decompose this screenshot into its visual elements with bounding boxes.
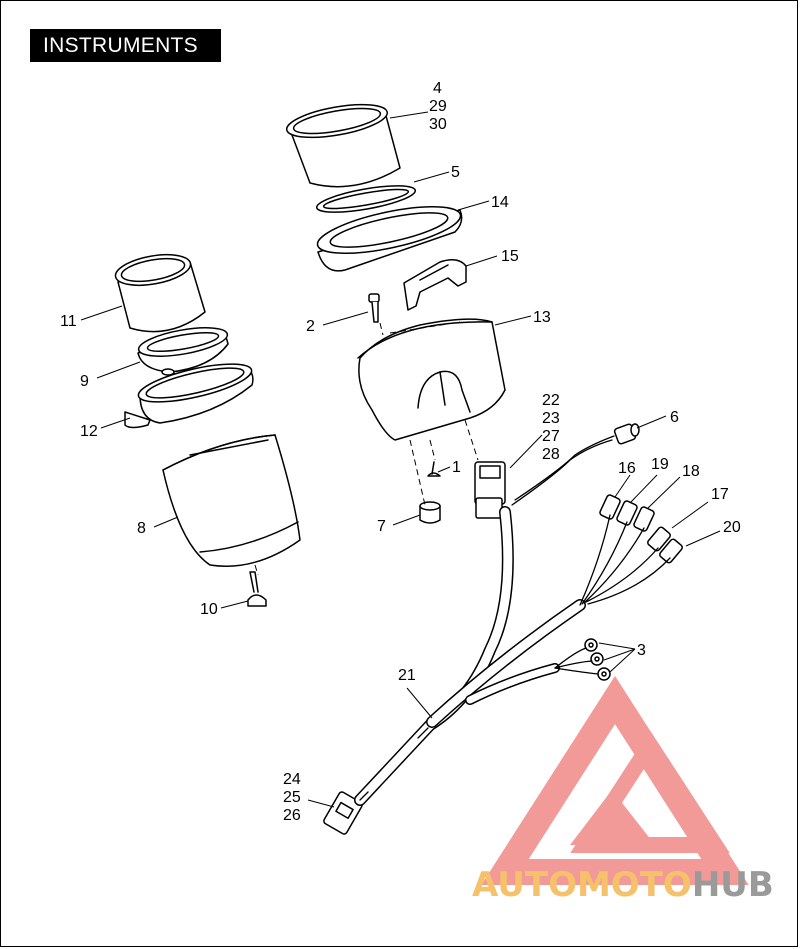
callout-8: 8	[137, 520, 146, 537]
leader-lines	[80, 111, 721, 808]
lower-cover	[162, 434, 301, 567]
callout-13: 13	[533, 309, 551, 326]
trim-ring	[316, 206, 463, 272]
callout-28: 28	[542, 446, 560, 463]
watermark-text: AUTOMOTOHUB	[472, 865, 774, 905]
callout-5: 5	[451, 164, 460, 181]
indicator-sockets	[599, 494, 683, 564]
callout-6: 6	[670, 409, 679, 426]
wiring-harness	[354, 435, 671, 806]
small-gauge-cup	[114, 253, 206, 333]
gasket-ring	[315, 185, 417, 213]
callout-7: 7	[377, 518, 386, 535]
screw-1	[427, 461, 441, 477]
callout-18: 18	[682, 463, 700, 480]
callout-23: 23	[542, 410, 560, 427]
bulb-socket	[613, 423, 640, 445]
watermark-text-hub: HUB	[692, 865, 774, 905]
main-connector	[474, 461, 506, 519]
callout-14: 14	[491, 194, 509, 211]
small-gasket	[137, 327, 229, 376]
assembly-lines	[254, 321, 479, 576]
callout-labels: 4 29 30 5 14 15 11 2 13 9 12 22 23 27 28…	[60, 80, 741, 824]
callout-19: 19	[651, 456, 669, 473]
callout-24: 24	[283, 771, 301, 788]
callout-1: 1	[452, 459, 461, 476]
callout-3: 3	[637, 642, 646, 659]
callout-11: 11	[60, 313, 77, 330]
watermark-text-automoto: AUTOMOTO	[472, 865, 692, 905]
instrument-housing	[357, 318, 506, 441]
callout-27: 27	[542, 428, 560, 445]
grommet	[419, 501, 441, 524]
callout-21: 21	[398, 667, 416, 684]
callout-16: 16	[618, 460, 636, 477]
watermark-logo	[481, 675, 749, 885]
callout-30: 30	[429, 116, 447, 133]
callout-29: 29	[429, 98, 447, 115]
callout-20: 20	[723, 519, 741, 536]
callout-4: 4	[433, 80, 442, 97]
callout-10: 10	[200, 601, 218, 618]
callout-26: 26	[283, 807, 301, 824]
page-title: INSTRUMENTS	[30, 29, 221, 62]
mounting-ring-12	[124, 363, 254, 429]
callout-12: 12	[80, 423, 98, 440]
screw-2	[368, 293, 380, 323]
callout-25: 25	[283, 789, 301, 806]
callout-22: 22	[542, 392, 560, 409]
callout-2: 2	[306, 318, 315, 335]
screw-10	[247, 571, 267, 607]
speedometer-cup	[285, 103, 401, 188]
callout-9: 9	[80, 373, 89, 390]
callout-17: 17	[711, 486, 729, 503]
mount-bracket	[403, 259, 467, 311]
callout-15: 15	[501, 248, 519, 265]
